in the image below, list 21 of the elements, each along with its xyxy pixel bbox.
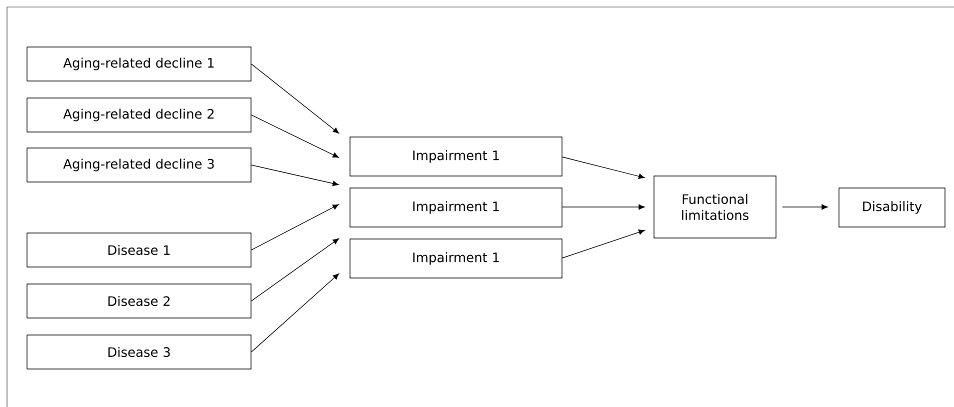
arrow — [251, 273, 340, 352]
process-box: Aging-related decline 1 — [26, 46, 252, 82]
arrow — [782, 204, 828, 210]
process-box: Impairment 1 — [350, 238, 562, 278]
process-box: Aging-related decline 2 — [26, 98, 252, 132]
process-box: Disability — [838, 188, 946, 228]
arrow — [251, 114, 339, 158]
arrow — [251, 238, 339, 302]
process-box: Disease 2 — [26, 284, 252, 318]
arrow — [251, 204, 339, 250]
arrow — [251, 164, 339, 186]
process-box: Impairment 1 — [350, 188, 562, 228]
arrow — [251, 64, 340, 134]
arrow — [562, 204, 645, 210]
arrow — [562, 230, 645, 258]
process-box: Aging-related decline 3 — [26, 148, 252, 182]
process-box: Disease 1 — [26, 232, 252, 268]
process-box: Functional limitations — [654, 176, 776, 238]
process-box: Impairment 1 — [350, 136, 562, 176]
arrow — [562, 156, 645, 179]
process-box: Disease 3 — [26, 334, 252, 370]
